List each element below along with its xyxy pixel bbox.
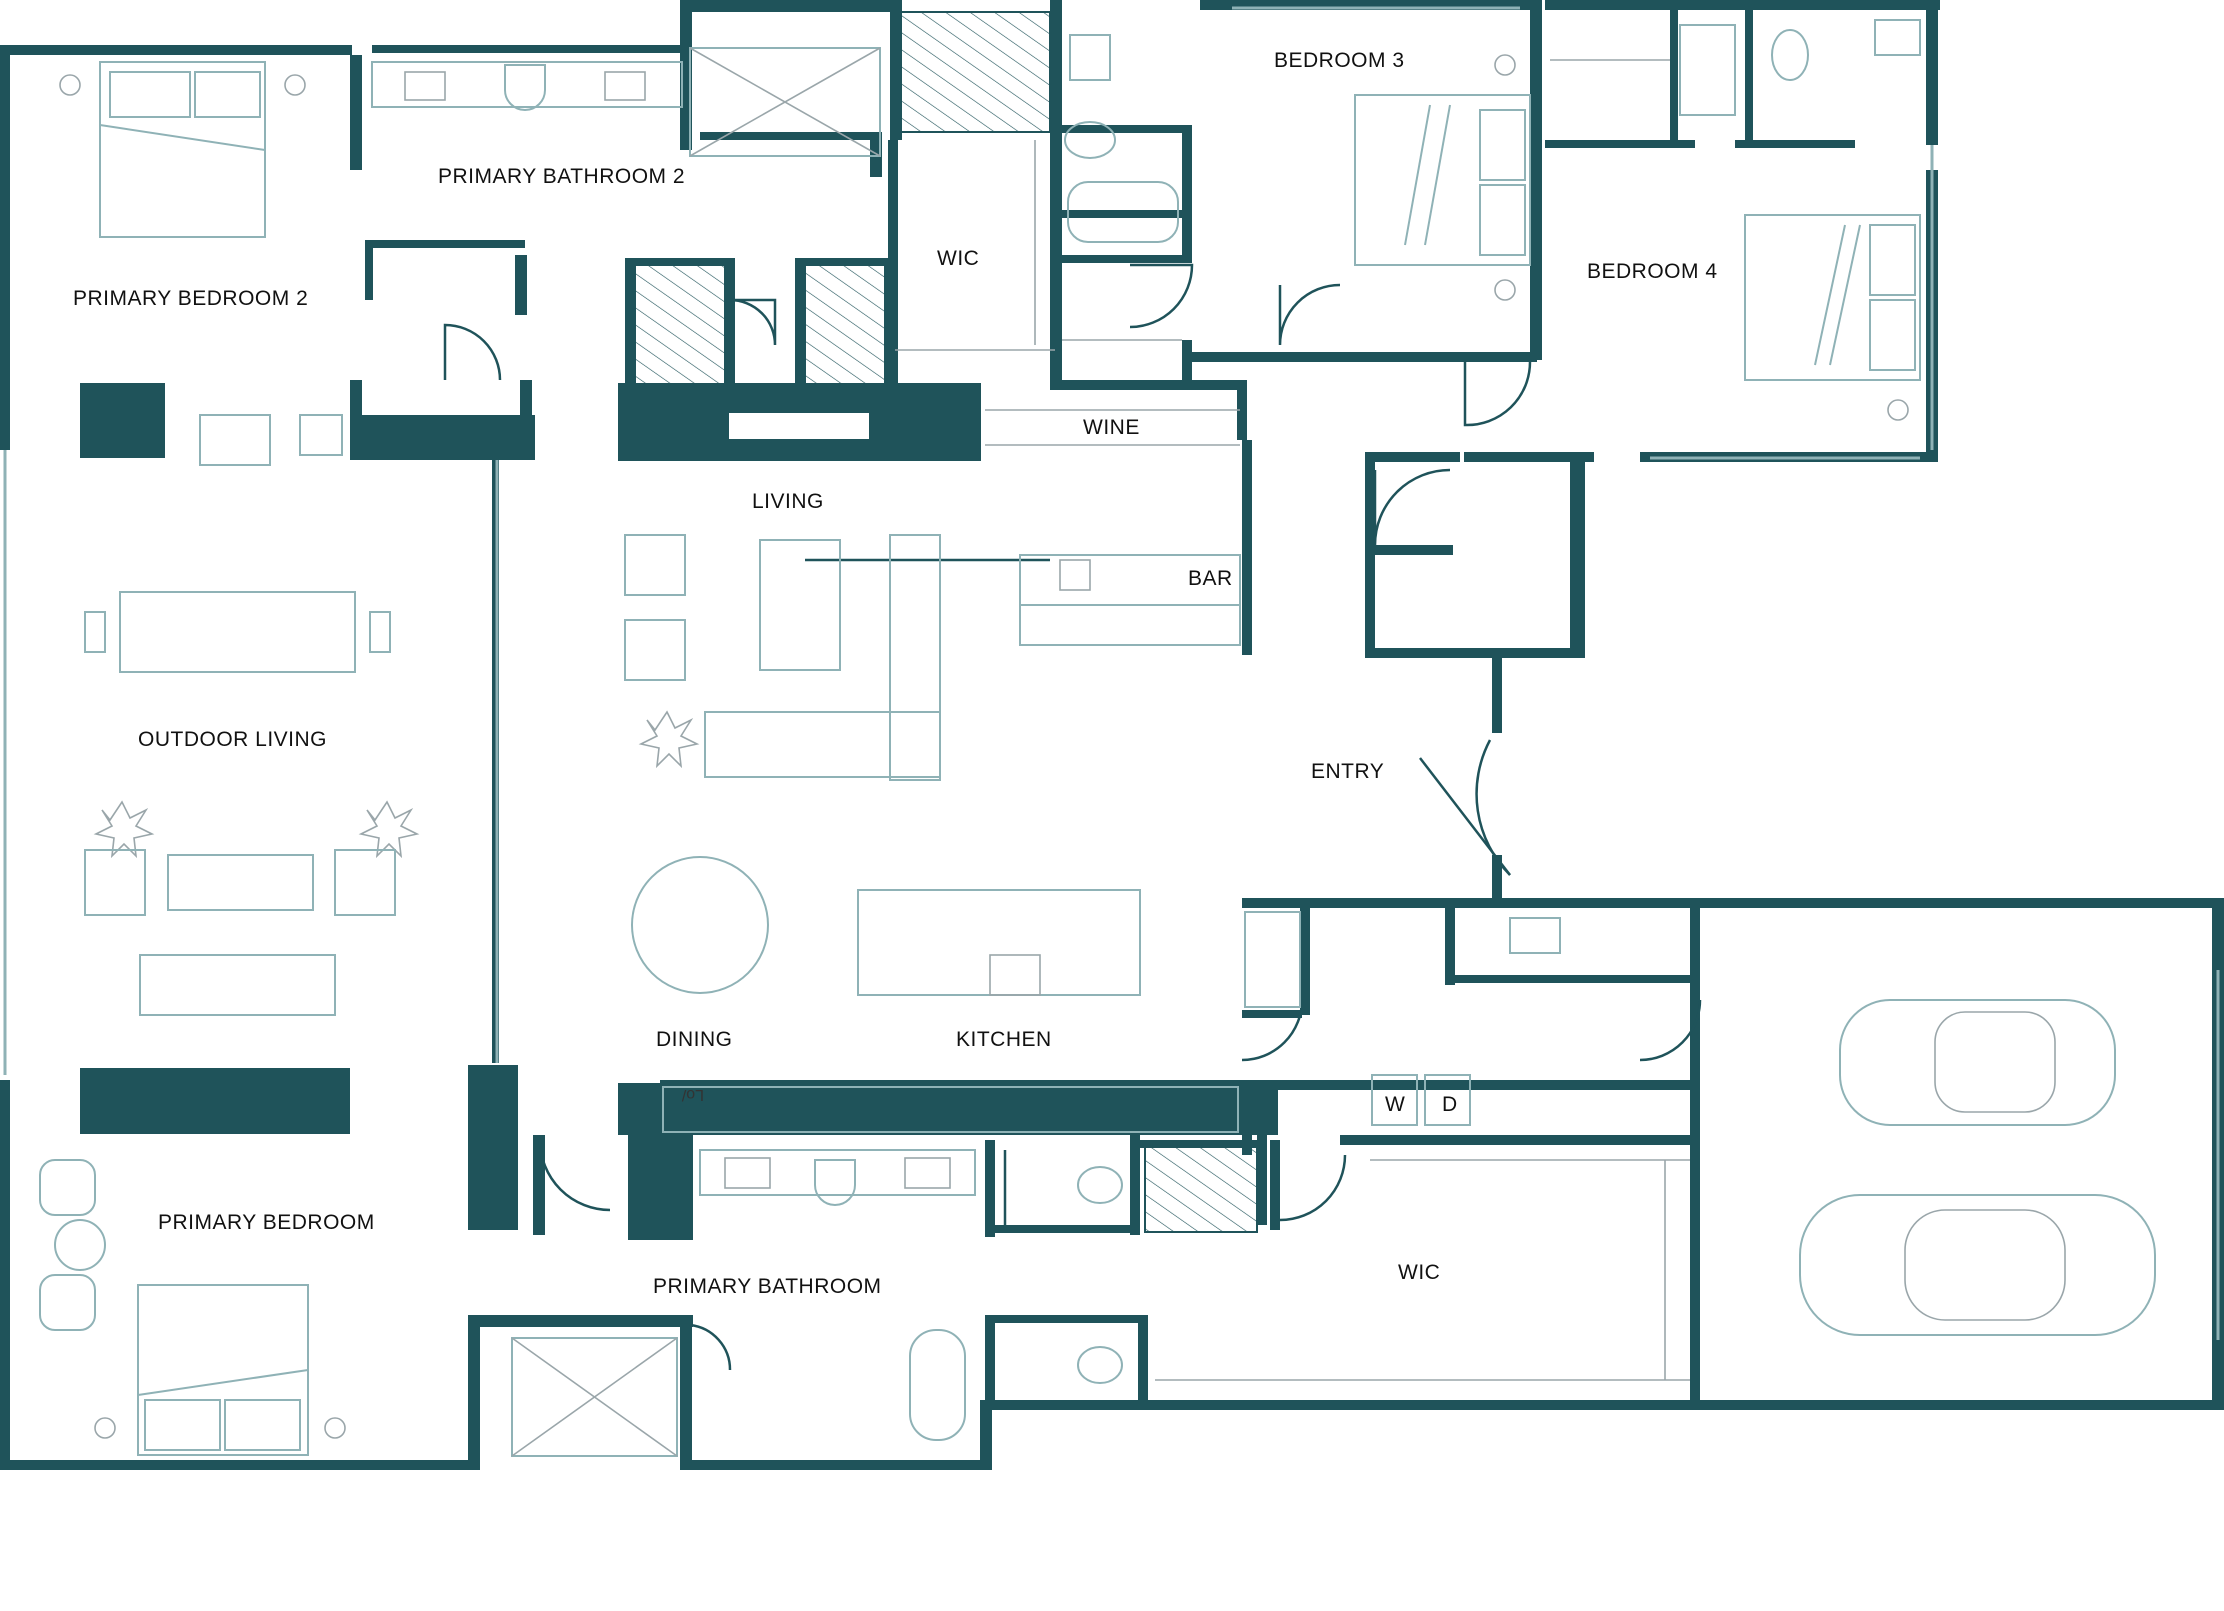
label-dining: DINING — [656, 1028, 733, 1051]
walls — [0, 0, 2224, 1470]
label-bedroom-3: BEDROOM 3 — [1274, 49, 1405, 72]
bathtub-icon — [909, 1329, 966, 1441]
sofa-icon — [139, 954, 336, 1016]
car-icon — [1799, 999, 2156, 1336]
toilet-icon — [1077, 1166, 1123, 1204]
label-bedroom-4: BEDROOM 4 — [1587, 260, 1718, 283]
toilet-icon — [814, 1159, 856, 1206]
dining-table-icon — [84, 591, 391, 673]
dining-table-icon — [631, 856, 769, 994]
room-labels: PRIMARY BEDROOM 2 PRIMARY BATHROOM 2 WIC… — [73, 49, 1718, 1298]
label-bar: BAR — [1188, 567, 1233, 590]
label-primary-bedroom: PRIMARY BEDROOM — [158, 1211, 375, 1234]
label-kitchen: KITCHEN — [956, 1028, 1052, 1051]
bed-icon — [59, 61, 306, 238]
shower-icon — [511, 1337, 678, 1457]
label-living: LIVING — [752, 490, 824, 513]
toilet-icon — [504, 64, 546, 111]
fireplace-icon — [727, 411, 871, 441]
bed-icon — [1744, 214, 1921, 421]
label-outdoor-living: OUTDOOR LIVING — [138, 728, 327, 751]
label-dryer: D — [1442, 1093, 1458, 1116]
label-primary-bathroom: PRIMARY BATHROOM — [653, 1275, 882, 1298]
sofa-icon — [624, 534, 941, 781]
plant-icon — [93, 710, 700, 859]
fixtures — [39, 19, 2156, 1457]
glazing — [3, 6, 2220, 1340]
toilet-icon — [1064, 121, 1116, 159]
label-wic-upper: WIC — [937, 247, 979, 270]
label-wic-lower: WIC — [1398, 1261, 1440, 1284]
bathtub-icon — [1067, 181, 1179, 243]
bed-icon — [94, 1284, 346, 1456]
label-primary-bathroom-2: PRIMARY BATHROOM 2 — [438, 165, 685, 188]
label-wine: WINE — [1083, 416, 1140, 439]
toilet-icon — [1077, 1346, 1123, 1384]
label-washer: W — [1385, 1093, 1405, 1116]
doors — [443, 263, 1702, 1371]
label-primary-bedroom-2: PRIMARY BEDROOM 2 — [73, 287, 308, 310]
label-range: Lo/ — [681, 1086, 704, 1103]
toilet-icon — [1771, 29, 1809, 81]
label-entry: ENTRY — [1311, 760, 1384, 783]
shafts — [634, 11, 1258, 1233]
bed-icon — [1354, 54, 1531, 301]
shower-icon — [689, 47, 881, 157]
